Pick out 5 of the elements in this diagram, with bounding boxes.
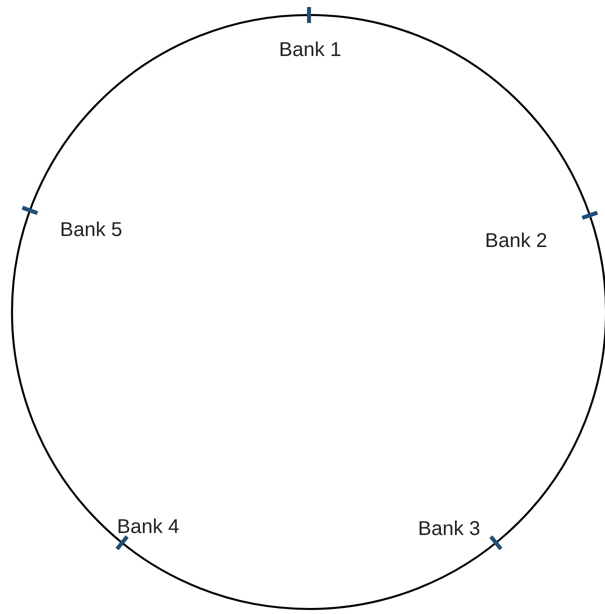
bank-label: Bank 3 [418, 517, 480, 541]
bank-label: Bank 1 [279, 38, 342, 62]
bank-label: Bank 2 [485, 229, 548, 253]
bank-label: Bank 4 [117, 515, 180, 539]
bank-label: Bank 5 [60, 218, 122, 242]
